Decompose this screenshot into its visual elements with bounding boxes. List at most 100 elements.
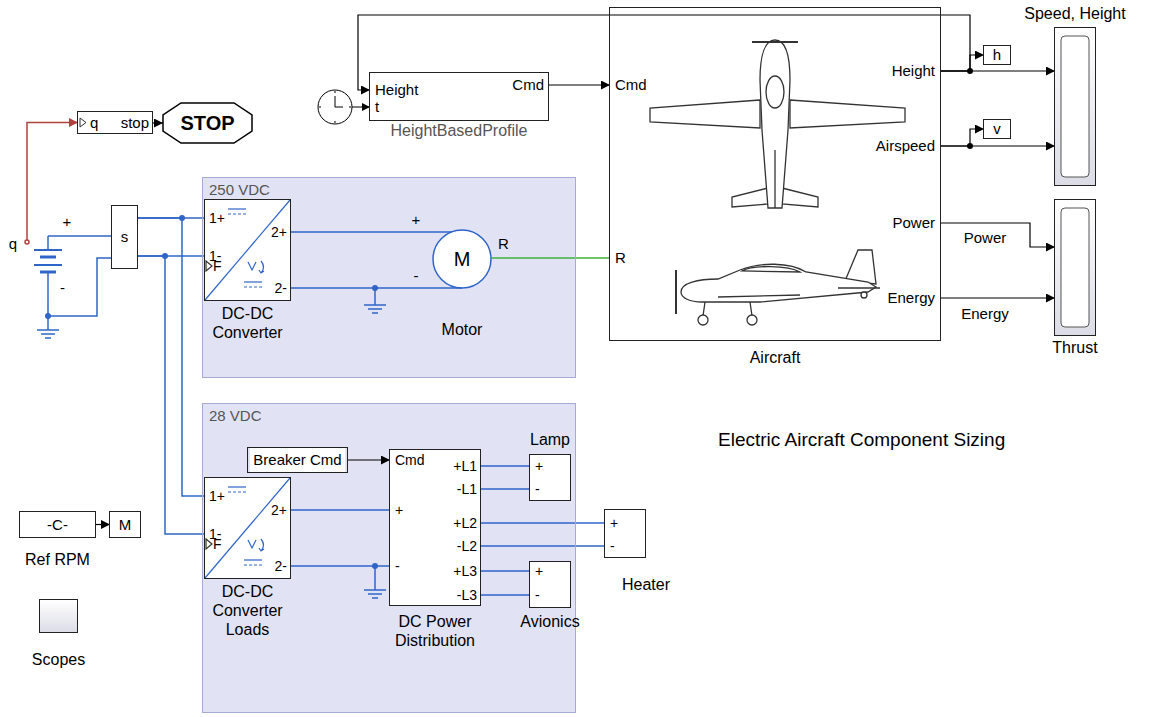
block-fill — [1055, 28, 1095, 185]
signal-line — [358, 15, 970, 90]
port-label: Motor — [442, 321, 483, 339]
port-label: 2+ — [271, 223, 287, 241]
ground-wire — [374, 566, 376, 590]
band-fill — [203, 178, 575, 377]
command-block: Breaker Cmd — [248, 448, 347, 472]
block-text: Thrust — [1052, 339, 1097, 357]
port-label: + — [395, 501, 403, 519]
block-fill — [370, 73, 548, 120]
block-fill — [78, 112, 152, 133]
signal-line — [940, 297, 1055, 298]
port-label: Cmd — [512, 76, 544, 94]
power-wire — [137, 256, 205, 534]
block-fill — [530, 455, 570, 500]
diagram-title: Electric Aircraft Component Sizing — [718, 429, 1005, 451]
clock-symbol — [319, 107, 321, 108]
port-label: t — [375, 98, 379, 116]
block-fill — [250, 448, 345, 472]
stop-octagon — [163, 103, 252, 143]
port-label: Energy — [887, 289, 935, 307]
goto-tag: h — [984, 46, 1010, 64]
block-fill — [610, 8, 940, 340]
voltage-band: 28 VDC1+1-2+2-FDC-DC Converter LoadsBrea… — [203, 404, 575, 712]
port-label: M — [454, 250, 471, 268]
motor-symbol — [430, 230, 492, 288]
load-block: +-Avionics — [530, 562, 570, 607]
block-text: Cmd — [395, 451, 425, 469]
port-label: Heater — [622, 576, 670, 594]
aircraft-side-view — [718, 295, 800, 297]
block-text: Cmd — [615, 76, 647, 94]
scope-block: Thrust — [1055, 200, 1095, 335]
power-wire — [480, 465, 530, 467]
motor-symbol — [430, 287, 462, 289]
port-label: -L3 — [457, 586, 477, 604]
sensor-block: s — [112, 206, 137, 268]
aircraft-side-view — [742, 267, 800, 272]
block-fill — [984, 120, 1010, 138]
port-label: +L3 — [453, 562, 477, 580]
aircraft-side-view — [698, 315, 708, 325]
signal-label: Power — [962, 229, 1009, 247]
port-label: Avionics — [520, 613, 579, 631]
block-fill — [605, 510, 645, 557]
block-text: q — [90, 114, 98, 132]
port-label: - — [535, 480, 540, 498]
block-fill — [1055, 200, 1095, 335]
clock-symbol — [352, 107, 370, 108]
power-wire — [48, 258, 112, 316]
block-text: + — [535, 457, 543, 475]
battery-symbol — [48, 235, 76, 237]
power-wire — [290, 509, 390, 511]
power-wire — [27, 123, 78, 231]
signal-line — [940, 145, 1055, 146]
block-text: 1+ — [209, 487, 225, 505]
port-label: Lamp — [530, 431, 570, 449]
block-text: + — [610, 514, 618, 532]
signal-line — [940, 55, 984, 71]
block-text: Height — [375, 81, 418, 99]
port-label: R — [615, 249, 626, 267]
port-label: R — [498, 235, 509, 253]
block-text: Speed, Height — [1024, 5, 1125, 23]
block-text: Breaker Cmd — [253, 451, 341, 469]
block-text: Scopes — [32, 651, 85, 669]
band-fill — [203, 404, 575, 712]
port-label: - — [414, 267, 419, 285]
battery-symbol — [40, 256, 56, 259]
block-fill — [205, 200, 290, 300]
aircraft-top-view — [760, 40, 790, 208]
clock-symbol — [335, 121, 336, 123]
port-label: DC Power Distribution — [380, 612, 490, 650]
block-text: h — [993, 46, 1001, 64]
scope-screen — [1061, 36, 1089, 327]
block-text: s — [121, 228, 129, 246]
layout-drawing — [205, 478, 290, 578]
block-fill — [530, 562, 570, 607]
signal-label: Energy — [959, 305, 1011, 323]
power-wire — [480, 570, 530, 572]
block-text: 1+ — [209, 209, 225, 227]
port-label: -L2 — [457, 537, 477, 555]
junction-dot — [45, 215, 378, 569]
port-triangle — [80, 118, 86, 127]
block-fill — [112, 206, 137, 268]
block-text: + — [412, 211, 421, 229]
block-text: v — [993, 120, 1001, 138]
clock-symbol — [318, 90, 370, 124]
port-label: 2- — [275, 279, 287, 297]
clock-symbol — [349, 107, 351, 108]
motor-symbol — [491, 257, 492, 259]
aircraft-side-view — [676, 250, 880, 325]
block-fill — [20, 8, 1095, 632]
aircraft-side-view — [750, 302, 752, 316]
power-distribution: Cmd+-+L1-L1+L2-L2+L3-L3DC Power Distribu… — [390, 450, 480, 605]
port-label: F — [213, 257, 222, 275]
aircraft-side-view — [861, 292, 867, 298]
port-label: - — [60, 279, 65, 297]
stop-block: STOP — [163, 103, 252, 143]
port-label: 2- — [275, 557, 287, 575]
ground-wire — [48, 288, 375, 590]
